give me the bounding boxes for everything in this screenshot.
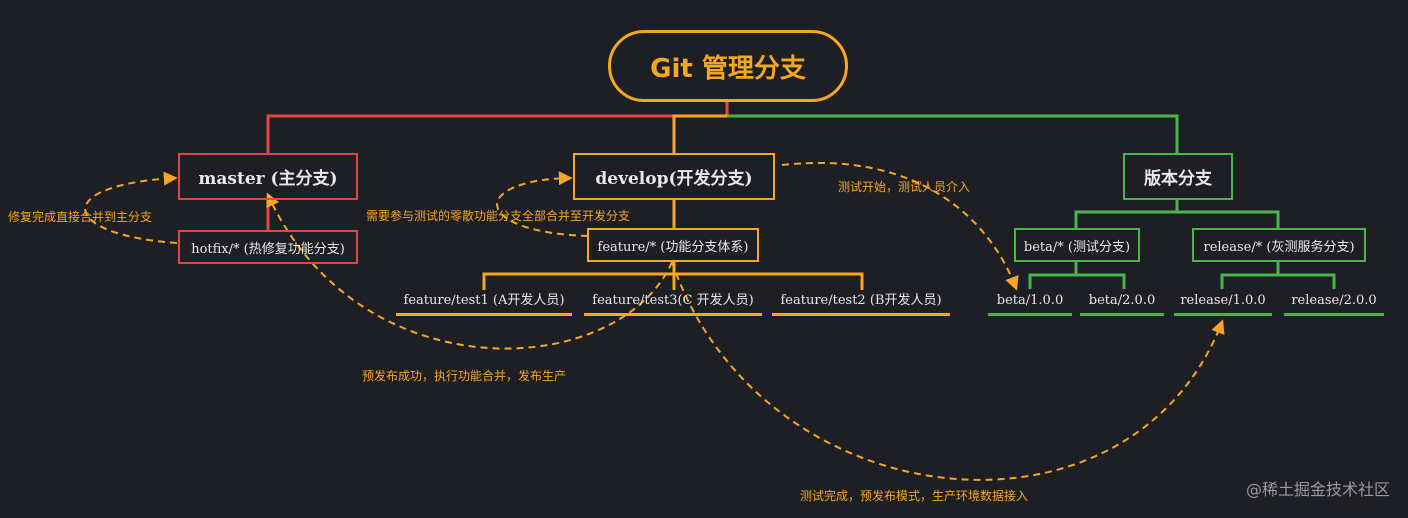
release-100-leaf: release/1.0.0 — [1174, 290, 1272, 316]
feature-test2-leaf: feature/test2 (B开发人员) — [772, 290, 950, 316]
feature-test3-leaf: feature/test3(C 开发人员) — [584, 290, 762, 316]
master-branch-node: master (主分支) — [178, 153, 358, 200]
arrow-develop-to-beta — [781, 162, 1019, 291]
test-start-annotation: 测试开始，测试人员介入 — [838, 180, 971, 194]
arrow-develop-to-release — [671, 261, 1225, 481]
beta-100-leaf: beta/1.0.0 — [988, 290, 1072, 316]
prerelease-success-annotation: 预发布成功，执行功能合并，发布生产 — [362, 369, 567, 383]
version-branch-node: 版本分支 — [1123, 153, 1233, 200]
test-complete-annotation: 测试完成，预发布模式，生产环境数据接入 — [800, 489, 1029, 503]
release-branch-node: release/* (灰测服务分支) — [1192, 228, 1366, 262]
beta-branch-node: beta/* (测试分支) — [1014, 228, 1140, 262]
arrow-hotfix-to-master — [84, 171, 178, 244]
connector-root-develop — [672, 114, 727, 153]
develop-branch-node: develop(开发分支) — [573, 153, 775, 200]
feature-branch-node: feature/* (功能分支体系) — [587, 228, 759, 262]
watermark: @稀土掘金技术社区 — [1245, 480, 1390, 499]
beta-200-leaf: beta/2.0.0 — [1080, 290, 1164, 316]
hotfix-merge-annotation: 修复完成直接合并到主分支 — [8, 210, 153, 224]
connector-root-master — [266, 102, 729, 153]
connector-version-sub — [1074, 200, 1280, 228]
arrow-develop-to-master — [266, 192, 673, 350]
hotfix-branch-node: hotfix/* (热修复功能分支) — [178, 230, 358, 264]
feature-test1-leaf: feature/test1 (A开发人员) — [396, 290, 572, 316]
connector-release-leaves — [1220, 262, 1336, 289]
root-node: Git 管理分支 — [608, 30, 848, 102]
release-200-leaf: release/2.0.0 — [1284, 290, 1384, 316]
connector-root-version — [727, 114, 1179, 153]
feature-merge-annotation: 需要参与测试的零散功能分支全部合并至开发分支 — [366, 209, 631, 223]
arrow-feature-to-develop — [496, 171, 589, 237]
connector-beta-leaves — [1028, 262, 1126, 289]
